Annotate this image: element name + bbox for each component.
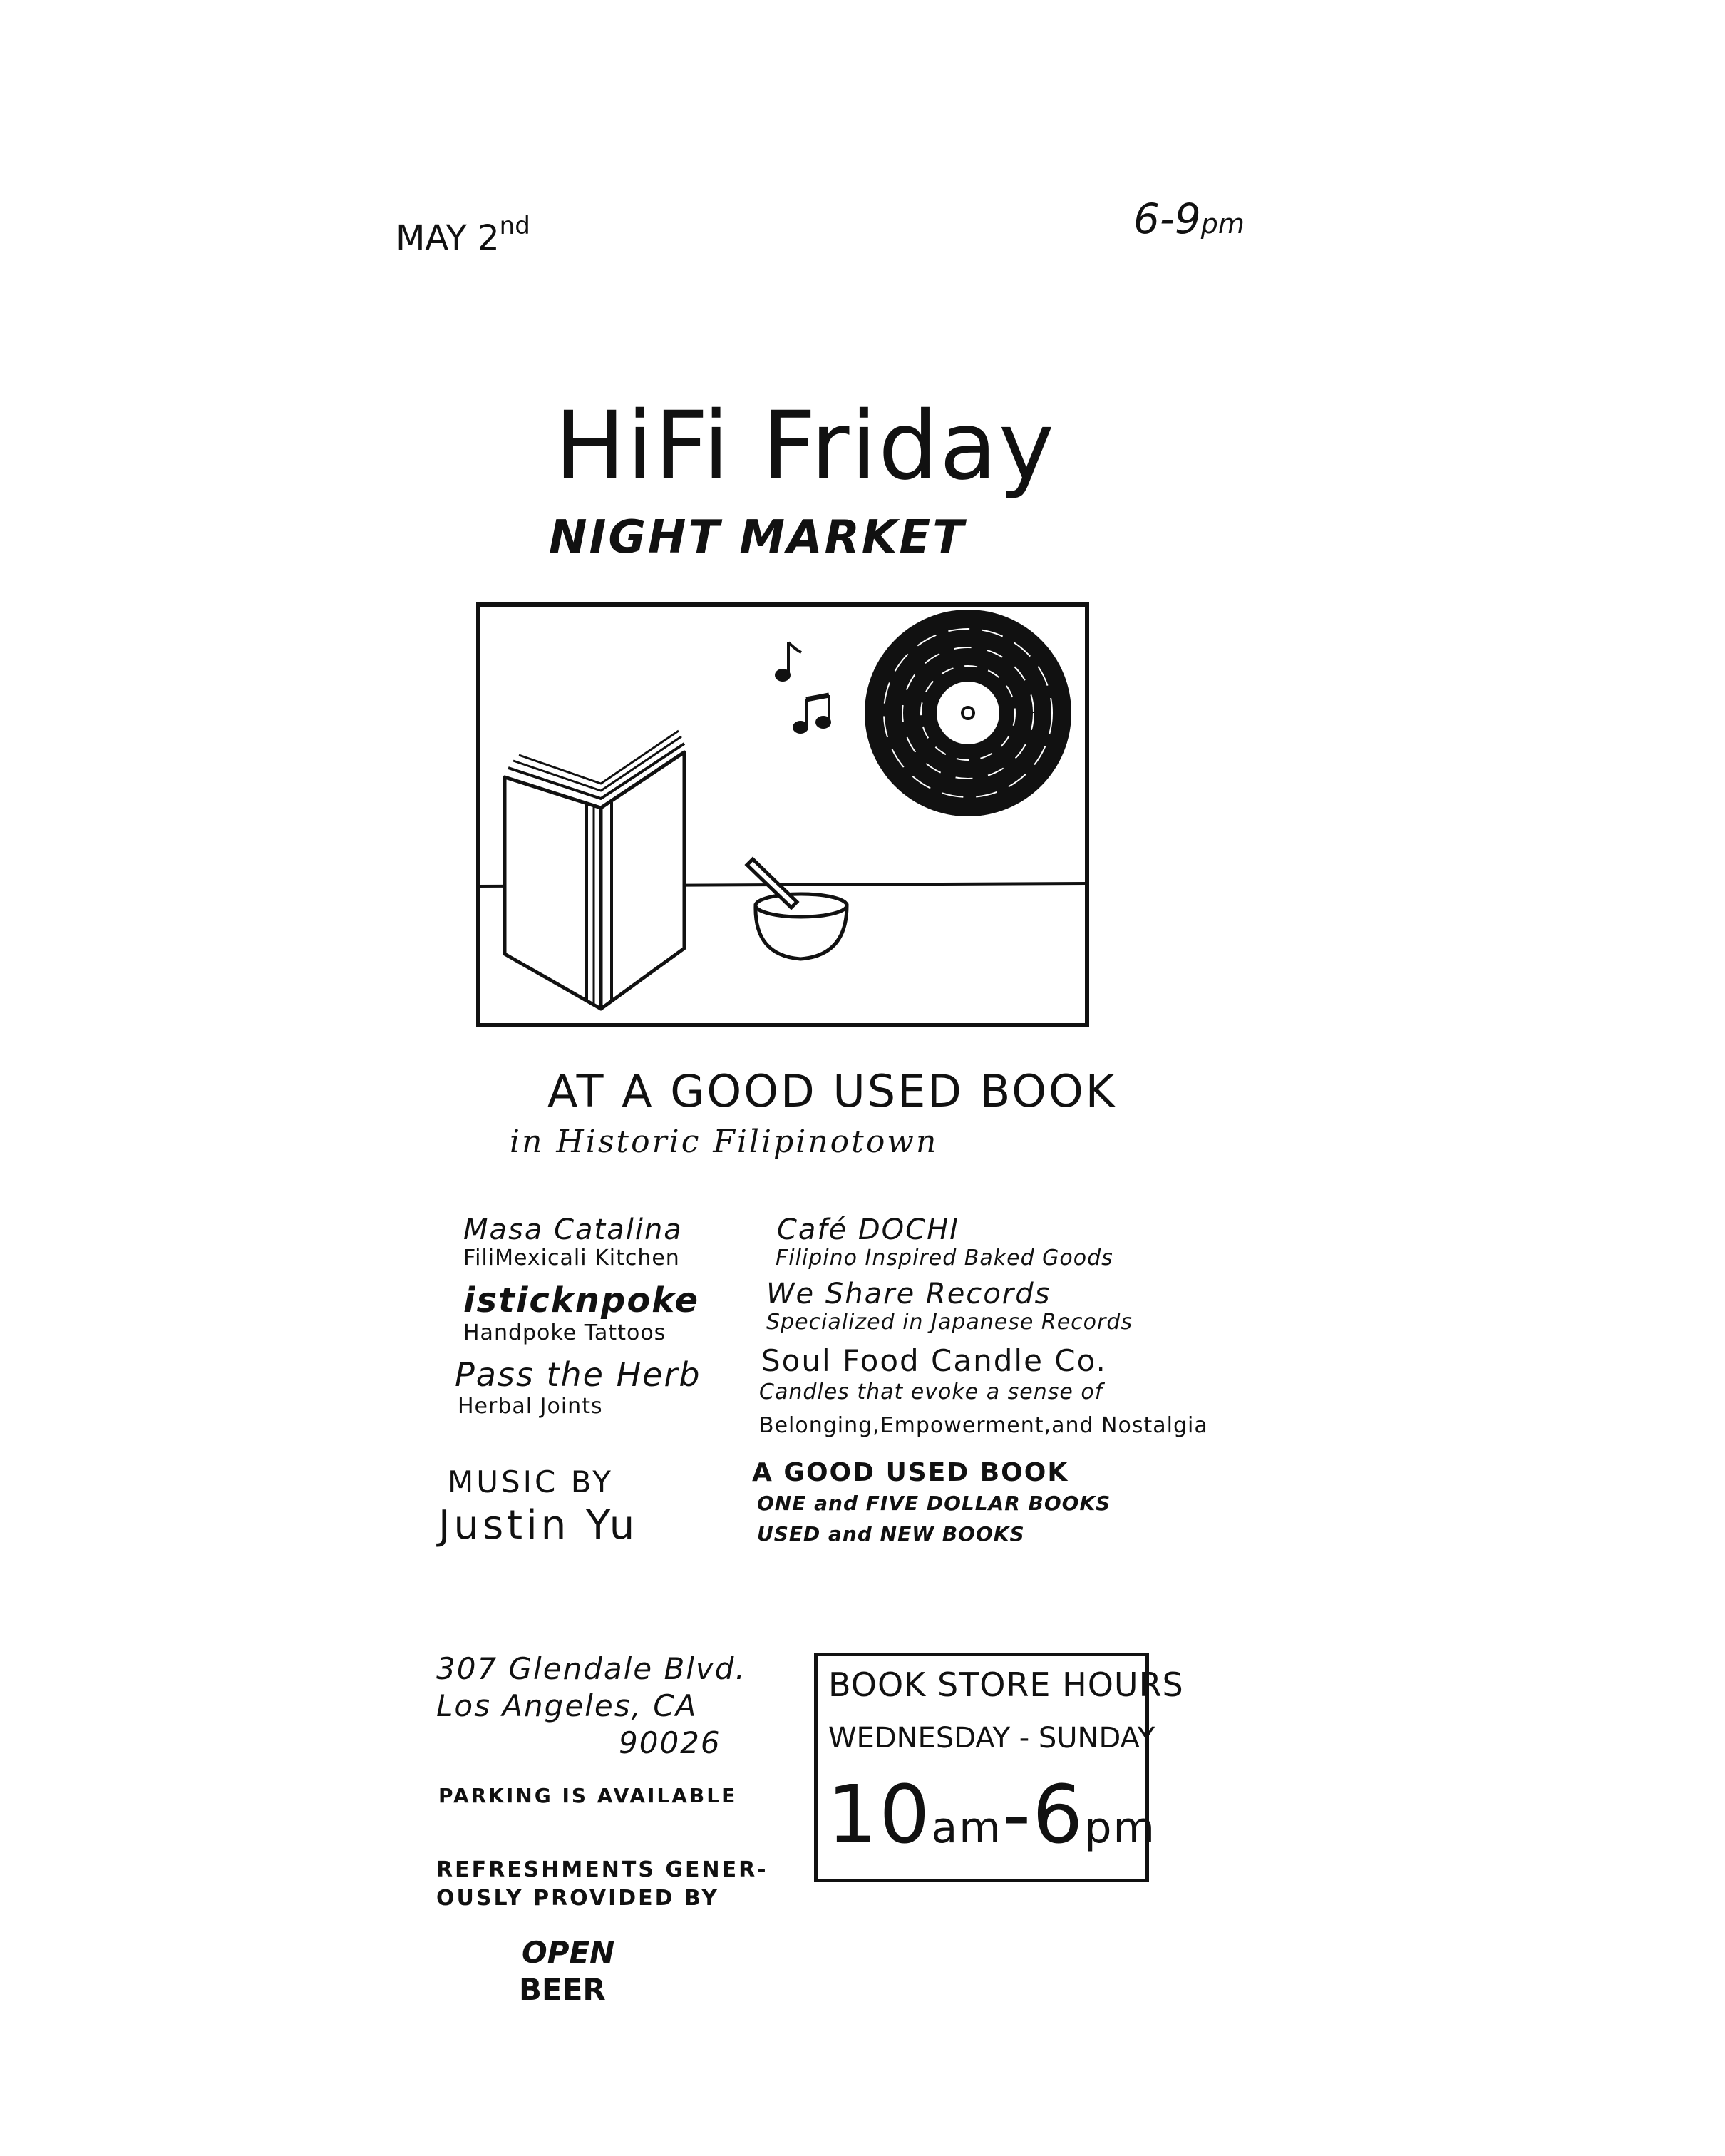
hours-title: BOOK STORE HOURS [828, 1665, 1184, 1704]
refreshments-line: REFRESHMENTS GENER- [436, 1857, 768, 1882]
event-time-suffix: pm [1200, 208, 1245, 240]
sponsor-name: OPEN [522, 1935, 615, 1970]
vendor-name: Masa Catalina [463, 1213, 683, 1246]
hours-days: WEDNESDAY - SUNDAY [828, 1722, 1155, 1755]
event-time: 6-9pm [1133, 198, 1245, 240]
vendor-desc: USED and NEW BOOKS [757, 1522, 1025, 1546]
ashtray-icon [744, 856, 849, 961]
vendor-name: Café DOCHI [777, 1213, 959, 1246]
event-date: MAY 2nd [396, 214, 530, 255]
music-artist: Justin Yu [438, 1502, 639, 1549]
open-book-icon [503, 729, 686, 1011]
vendor-name: Pass the Herb [455, 1355, 701, 1394]
hours-close-suffix: pm [1084, 1803, 1156, 1853]
music-note-icon [775, 641, 831, 734]
event-time-main: 6-9 [1133, 195, 1201, 243]
vendor-name: We Share Records [766, 1278, 1051, 1310]
hours-open-suffix: am [931, 1803, 1002, 1853]
event-date-suffix: nd [499, 212, 530, 240]
illustration-panel [476, 602, 1089, 1027]
address-city: Los Angeles, CA [436, 1688, 698, 1723]
vendor-desc: Candles that evoke a sense of [759, 1380, 1103, 1405]
vendor-desc: Belonging,Empowerment,and Nostalgia [759, 1413, 1208, 1438]
hours-close: 6 [1032, 1769, 1085, 1862]
event-date-main: MAY 2 [396, 218, 500, 258]
refreshments-line: OUSLY PROVIDED BY [436, 1886, 719, 1911]
vendor-desc: FiliMexicali Kitchen [463, 1246, 680, 1270]
vendor-desc: ONE and FIVE DOLLAR BOOKS [757, 1492, 1111, 1515]
event-title: HiFi Friday [555, 391, 1056, 501]
vendor-name: isticknpoke [463, 1280, 700, 1320]
parking-note: PARKING IS AVAILABLE [438, 1784, 738, 1807]
venue-neighborhood: in Historic Filipinotown [510, 1124, 939, 1160]
sponsor-name: BEER [519, 1972, 606, 2007]
vendor-desc: Specialized in Japanese Records [766, 1310, 1133, 1335]
hours-box [814, 1653, 1149, 1882]
event-subtitle: NIGHT MARKET [549, 511, 966, 564]
hours-separator: - [1001, 1769, 1033, 1862]
music-label: MUSIC BY [448, 1464, 614, 1499]
vinyl-record-icon [865, 610, 1071, 816]
address-street: 307 Glendale Blvd. [436, 1651, 746, 1686]
venue-name: AT A GOOD USED BOOK [547, 1065, 1117, 1117]
address-zip: 90026 [619, 1725, 721, 1760]
vendor-desc: Herbal Joints [458, 1394, 603, 1419]
hours-open: 10 [827, 1769, 932, 1862]
vendor-name: Soul Food Candle Co. [761, 1343, 1107, 1378]
vendor-desc: Filipino Inspired Baked Goods [776, 1246, 1113, 1270]
vendor-desc: Handpoke Tattoos [463, 1320, 666, 1345]
hours-time: 10am-6pm [827, 1775, 1156, 1855]
vendor-name: A GOOD USED BOOK [752, 1458, 1069, 1487]
